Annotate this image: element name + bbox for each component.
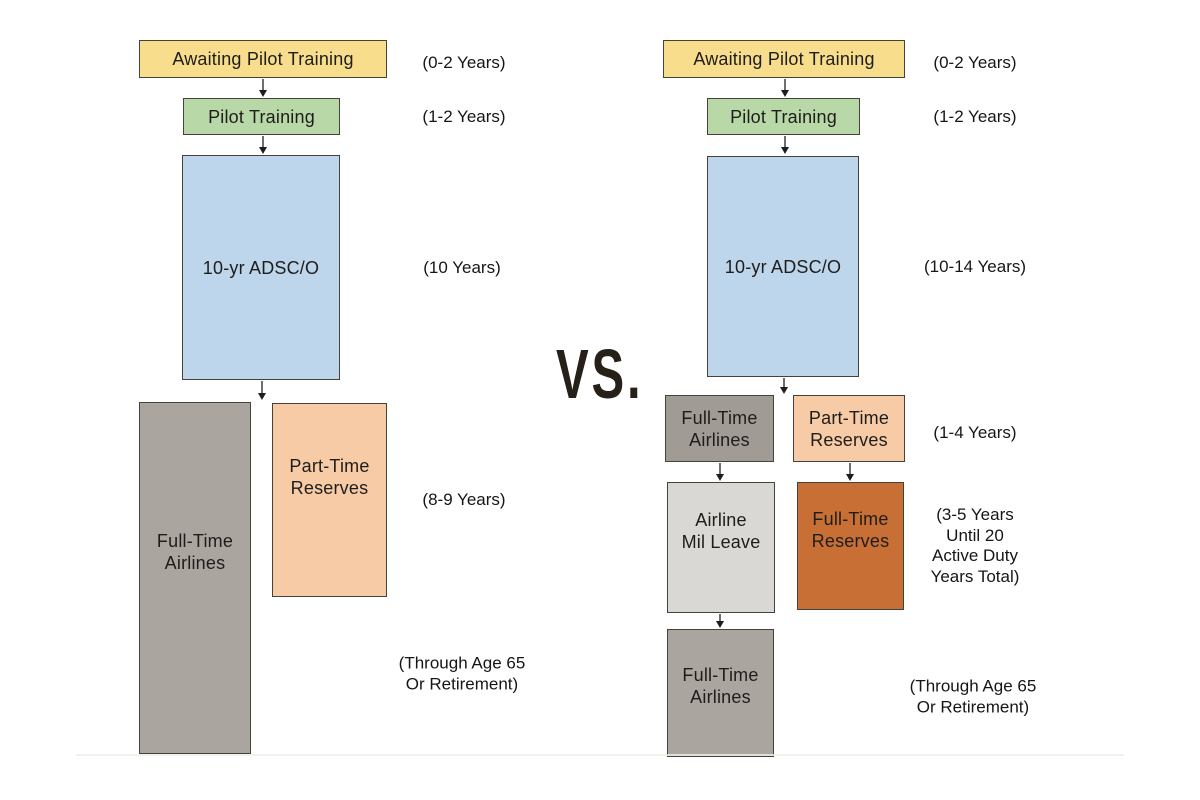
box-label: Part-Time Reserves bbox=[289, 456, 370, 498]
arrow-line bbox=[784, 136, 786, 148]
right-career-path-duration-label: (0-2 Years) bbox=[933, 52, 1017, 72]
arrow-line bbox=[783, 378, 785, 388]
left-career-path-duration-label: (8-9 Years) bbox=[422, 489, 506, 509]
right-career-path-box-pilot-training: Pilot Training bbox=[707, 98, 860, 135]
right-career-path-box-awaiting-pilot-training: Awaiting Pilot Training bbox=[663, 40, 905, 78]
slide-bottom-edge bbox=[76, 754, 1124, 756]
arrow-down-icon bbox=[715, 474, 724, 481]
right-career-path-duration-label: (1-2 Years) bbox=[933, 106, 1017, 126]
arrow-line bbox=[849, 463, 851, 475]
box-label: 10-yr ADSC/O bbox=[202, 257, 320, 278]
arrow-line bbox=[719, 614, 721, 622]
arrow-down-icon bbox=[257, 393, 266, 400]
right-career-path-box-airline-mil-leave: Airline Mil Leave bbox=[667, 482, 775, 613]
arrow-line bbox=[261, 381, 263, 394]
right-career-path-box-full-time-reserves: Full-Time Reserves bbox=[797, 482, 904, 610]
arrow-down-icon bbox=[779, 387, 788, 394]
box-label: Full-Time Airlines bbox=[681, 407, 758, 450]
arrow-down-icon bbox=[780, 90, 789, 97]
box-label: Full-Time Airlines bbox=[156, 531, 234, 573]
arrow-down-icon bbox=[258, 90, 267, 97]
box-label: Awaiting Pilot Training bbox=[693, 49, 875, 69]
left-career-path-box-part-time-reserves: Part-Time Reserves bbox=[272, 403, 387, 597]
box-label: 10-yr ADSC/O bbox=[724, 256, 842, 277]
left-career-path-box-adsc: 10-yr ADSC/O bbox=[182, 155, 340, 380]
box-label: Airline Mil Leave bbox=[681, 509, 761, 552]
box-label: Pilot Training bbox=[208, 106, 315, 127]
left-career-path-box-pilot-training: Pilot Training bbox=[183, 98, 340, 135]
arrow-down-icon bbox=[715, 621, 724, 628]
arrow-down-icon bbox=[780, 147, 789, 154]
arrow-line bbox=[262, 79, 264, 91]
arrow-line bbox=[719, 463, 721, 475]
left-career-path-duration-label: (10 Years) bbox=[423, 257, 501, 277]
box-label: Pilot Training bbox=[730, 106, 837, 127]
right-career-path-duration-label: (1-4 Years) bbox=[933, 422, 1017, 442]
right-career-path-duration-label: (3-5 Years Until 20 Active Duty Years To… bbox=[930, 505, 1020, 586]
box-label: Part-Time Reserves bbox=[808, 407, 890, 450]
right-career-path-duration-label: (Through Age 65 Or Retirement) bbox=[909, 676, 1037, 717]
right-career-path-duration-label: (10-14 Years) bbox=[923, 256, 1027, 276]
box-label: Awaiting Pilot Training bbox=[172, 49, 354, 69]
arrow-down-icon bbox=[258, 147, 267, 154]
right-career-path-box-full-time-airlines-lower: Full-Time Airlines bbox=[667, 629, 774, 757]
right-career-path-box-full-time-airlines-upper: Full-Time Airlines bbox=[665, 395, 774, 462]
left-career-path-duration-label: (1-2 Years) bbox=[422, 106, 506, 126]
box-label: Full-Time Reserves bbox=[811, 509, 890, 551]
right-career-path-box-adsc: 10-yr ADSC/O bbox=[707, 156, 859, 377]
arrow-line bbox=[784, 79, 786, 91]
left-career-path-box-full-time-airlines: Full-Time Airlines bbox=[139, 402, 251, 754]
vs-label: VS. bbox=[556, 335, 644, 413]
arrow-line bbox=[262, 136, 264, 148]
left-career-path-box-awaiting-pilot-training: Awaiting Pilot Training bbox=[139, 40, 387, 78]
arrow-down-icon bbox=[845, 474, 854, 481]
box-label: Full-Time Airlines bbox=[682, 665, 759, 707]
left-career-path-duration-label: (0-2 Years) bbox=[422, 52, 506, 72]
right-career-path-box-part-time-reserves: Part-Time Reserves bbox=[793, 395, 905, 462]
left-career-path-duration-label: (Through Age 65 Or Retirement) bbox=[398, 653, 526, 694]
